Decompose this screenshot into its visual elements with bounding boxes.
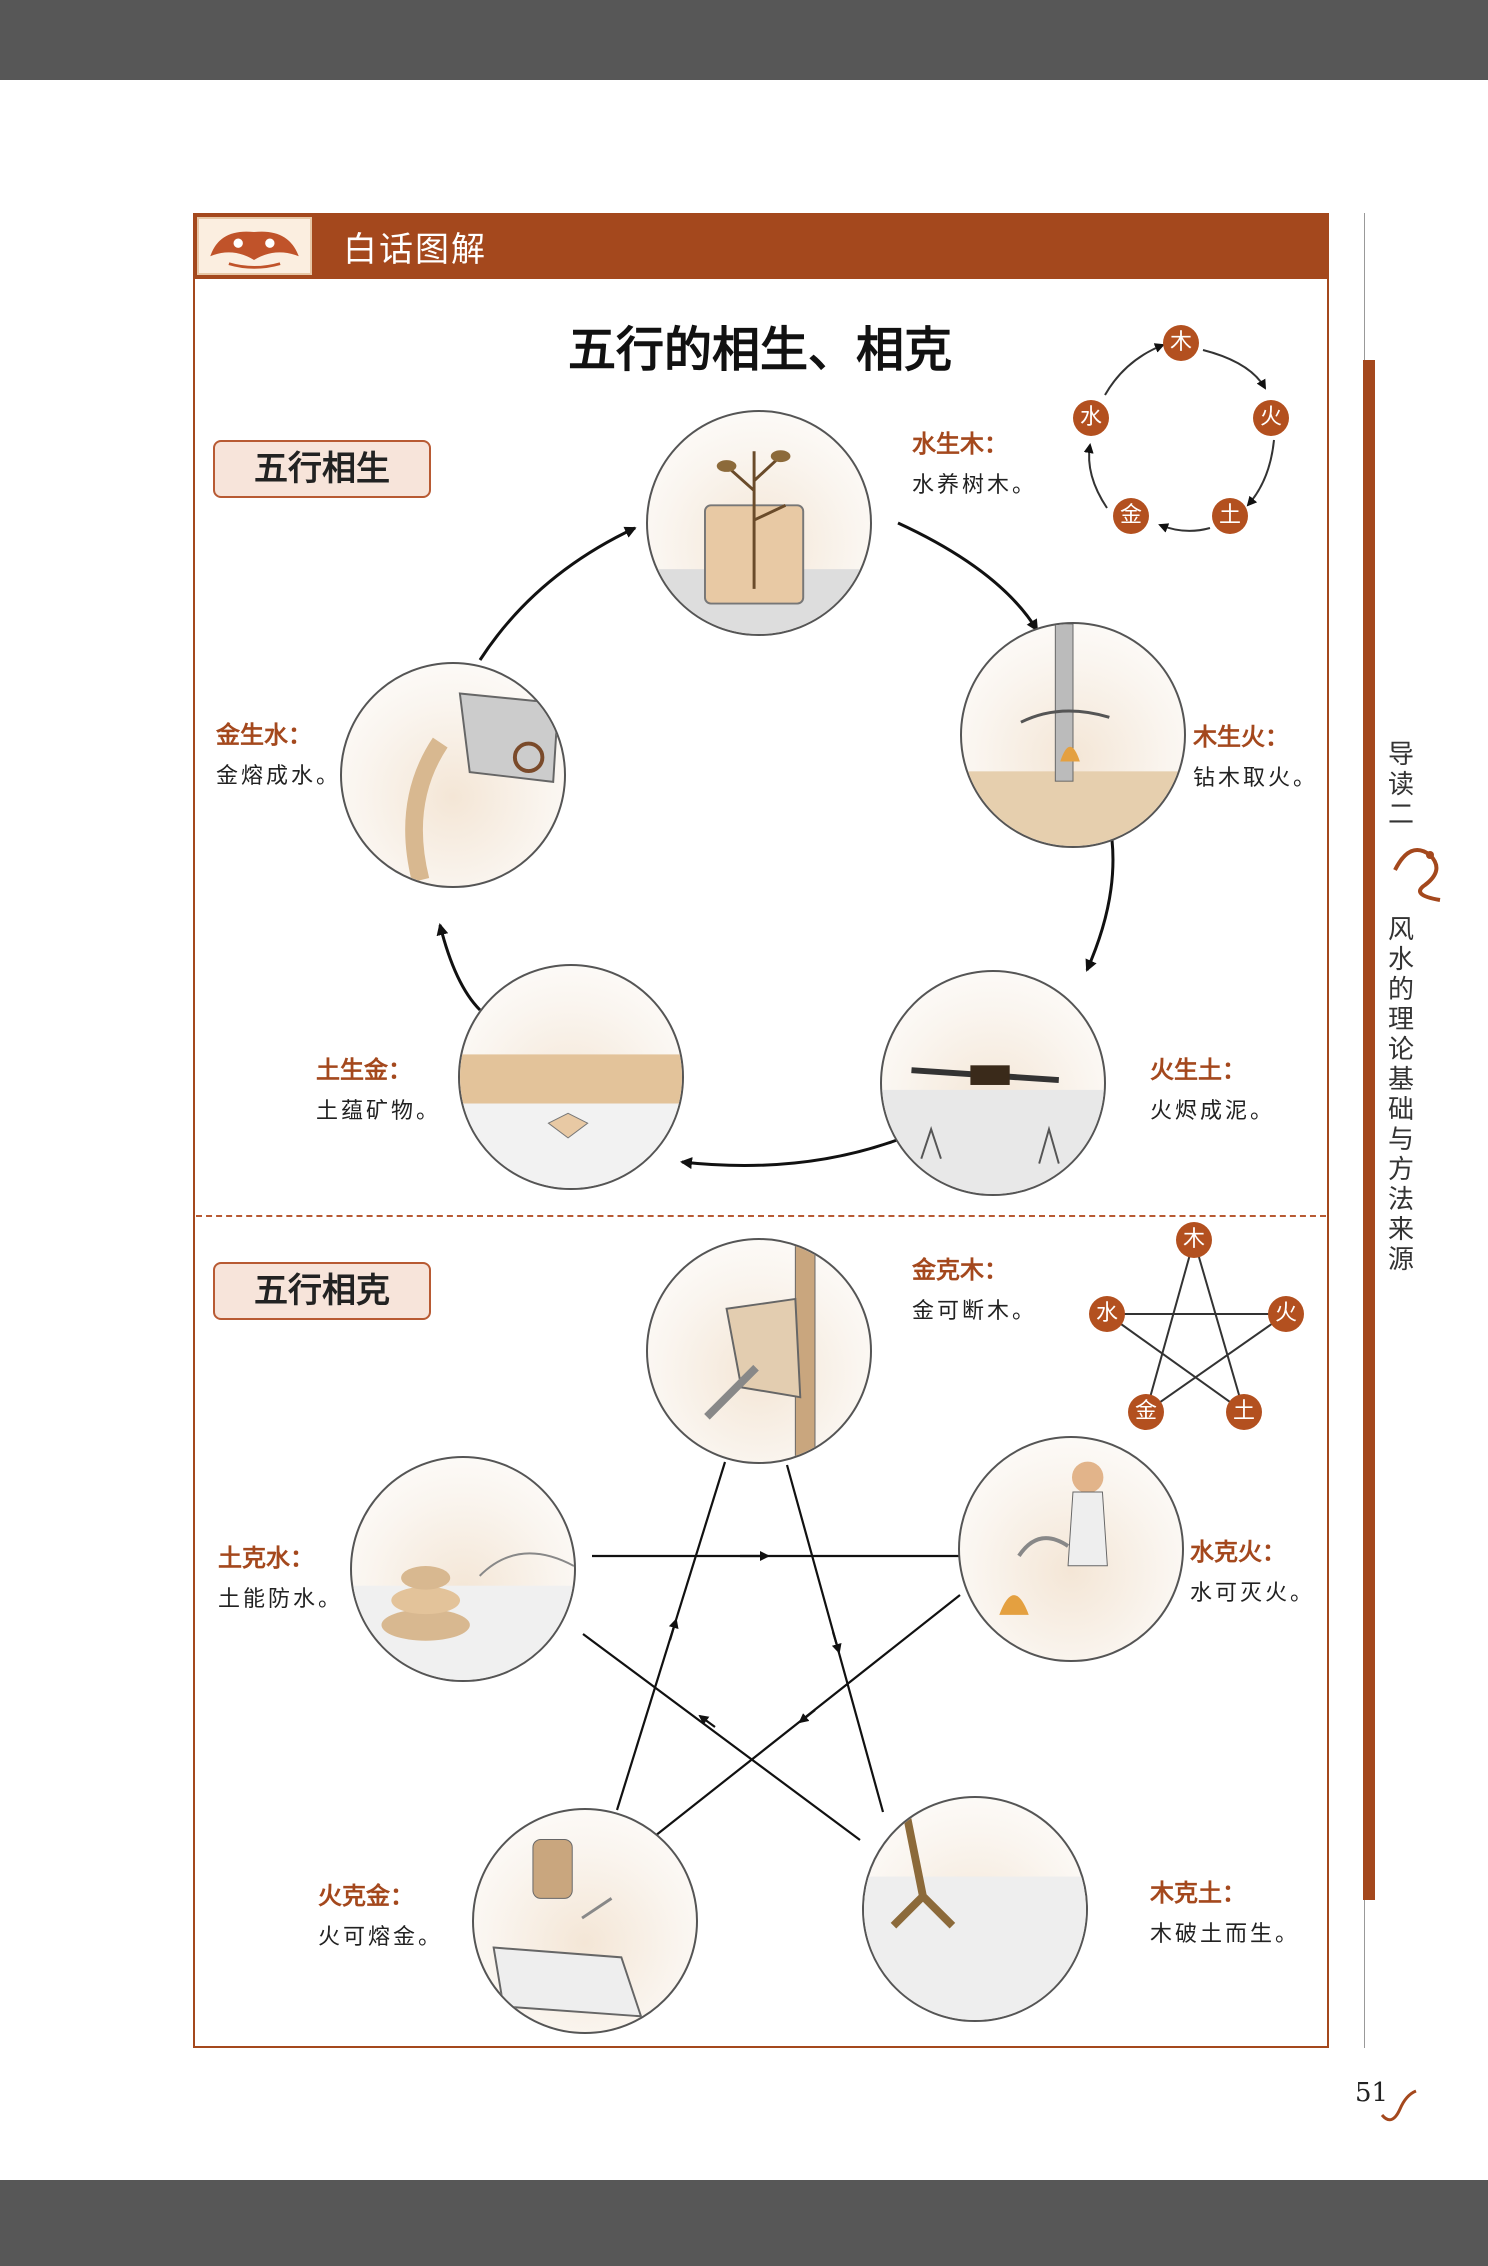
caption-earth-dams-water: 土克水：土能防水。 (218, 1544, 344, 1612)
side-subtitle: 风水的理论基础与方法来源 (1388, 915, 1415, 1275)
illustration-wood-breaks-earth (862, 1796, 1088, 2022)
illustration-metal-makes-water (340, 662, 566, 888)
illustration-fire-melts-metal (472, 1808, 698, 2034)
page-number: 51 (1355, 2078, 1389, 2108)
dragon-emblem-icon (197, 217, 312, 275)
caption-metal-makes-water: 金生水：金熔成水。 (216, 721, 342, 789)
side-part-label: 导读二 (1388, 740, 1415, 830)
illustration-earth-makes-metal (458, 964, 684, 1190)
mini-ke-wood: 木 (1176, 1222, 1212, 1258)
caption-water-quenches-fire: 水克火：水可灭火。 (1190, 1538, 1316, 1606)
mini-ke-fire: 火 (1268, 1296, 1304, 1332)
caption-fire-makes-earth: 火生土：火烬成泥。 (1150, 1056, 1276, 1124)
caption-water-feeds-wood: 水生木：水养树木。 (912, 430, 1038, 498)
section-header (193, 213, 1329, 279)
swoosh-icon (1378, 2085, 1418, 2125)
section-label-sheng: 五行相生 (213, 440, 431, 498)
header-title: 白话图解 (343, 230, 487, 270)
section-divider (196, 1215, 1326, 1217)
illustration-water-quenches-fire (958, 1436, 1184, 1662)
mini-sheng-earth: 土 (1212, 498, 1248, 534)
page-title: 五行的相生、相克 (567, 322, 952, 378)
illustration-water-feeds-wood (646, 410, 872, 636)
caption-wood-makes-fire: 木生火：钻木取火。 (1193, 723, 1319, 791)
mini-sheng-fire: 火 (1253, 400, 1289, 436)
caption-metal-cuts-wood: 金克木：金可断木。 (912, 1256, 1038, 1324)
caption-fire-melts-metal: 火克金：火可熔金。 (318, 1882, 444, 1950)
illustration-wood-makes-fire (960, 622, 1186, 848)
caption-wood-breaks-earth: 木克土：木破土而生。 (1150, 1879, 1301, 1947)
mini-ke-water: 水 (1089, 1296, 1125, 1332)
top-bar (0, 0, 1488, 80)
illustration-fire-makes-earth (880, 970, 1106, 1196)
bottom-bar (0, 2180, 1488, 2266)
caption-earth-makes-metal: 土生金：土蕴矿物。 (316, 1056, 442, 1124)
side-accent-bar (1363, 360, 1375, 1900)
dragon-ornament-icon (1385, 830, 1455, 910)
mini-sheng-wood: 木 (1163, 325, 1199, 361)
section-label-ke: 五行相克 (213, 1262, 431, 1320)
mini-ke-earth: 土 (1226, 1394, 1262, 1430)
illustration-metal-cuts-wood (646, 1238, 872, 1464)
mini-sheng-metal: 金 (1113, 498, 1149, 534)
mini-sheng-water: 水 (1073, 400, 1109, 436)
mini-ke-metal: 金 (1128, 1394, 1164, 1430)
illustration-earth-dams-water (350, 1456, 576, 1682)
